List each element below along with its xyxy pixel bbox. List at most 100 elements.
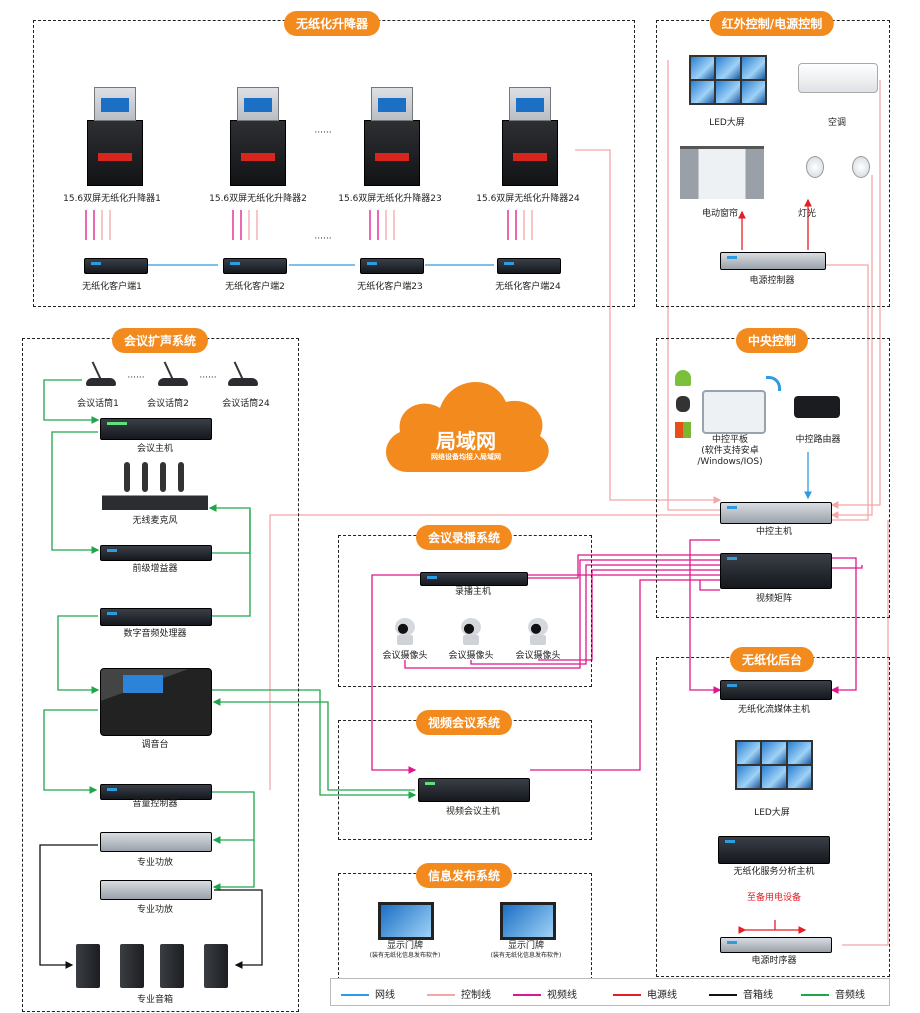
backend-led-wall-icon <box>735 740 813 790</box>
legend-item-power: 电源线 <box>613 986 677 1001</box>
paperless-client-device-2 <box>223 258 287 274</box>
legend-label-network: 网线 <box>375 990 395 1001</box>
camera-label-2: 会议摄像头 <box>448 651 494 661</box>
client-label-23: 无纸化客户端23 <box>357 282 423 292</box>
apple-icon <box>676 396 690 412</box>
door-sign-icon-2 <box>500 902 556 940</box>
conference-host-device <box>100 418 212 440</box>
legend-swatch-video <box>513 994 541 996</box>
client-label-2: 无纸化客户端2 <box>225 282 285 292</box>
paperless-client-device-23 <box>360 258 424 274</box>
paperless-lift-device-1 <box>87 87 143 186</box>
spare-power-label: 至备用电设备 <box>746 893 802 903</box>
air-conditioner-icon <box>798 63 878 93</box>
lan-cloud-icon <box>386 381 549 472</box>
amplifier-label-1: 专业功放 <box>136 858 174 868</box>
speaker-icon-4 <box>204 944 228 988</box>
conference-mic-icon-2 <box>156 360 190 386</box>
door-sign-label-2: 显示门牌 <box>507 941 545 951</box>
control-tablet-icon <box>702 390 766 434</box>
speaker-icon-2 <box>120 944 144 988</box>
client-label-1: 无纸化客户端1 <box>82 282 142 292</box>
mixer-icon <box>100 668 212 736</box>
section-title-paperless-lift: 无纸化升降器 <box>283 11 381 36</box>
led-wall-icon <box>689 55 767 105</box>
legend-label-control: 控制线 <box>461 990 491 1001</box>
legend-swatch-audio <box>801 994 829 996</box>
mic-dots-2: ······ <box>199 373 217 383</box>
lift-label-24: 15.6双屏无纸化升降器24 <box>476 194 580 204</box>
ir-ac-label: 空调 <box>827 118 847 128</box>
door-sign-note-2: (装有无纸化信息发布软件) <box>490 952 562 959</box>
amplifier-label-2: 专业功放 <box>136 905 174 915</box>
legend-label-audio: 音频线 <box>835 990 865 1001</box>
power-sequencer-label: 电源时序器 <box>751 956 797 966</box>
mic-label-2: 会议话筒2 <box>147 399 189 409</box>
lift-dots: ······ <box>314 128 332 138</box>
central-host-label: 中控主机 <box>755 527 793 537</box>
curtain-icon <box>680 146 764 199</box>
camera-icon-3 <box>525 618 551 648</box>
video-conf-host-label: 视频会议主机 <box>445 807 501 817</box>
conference-host-label: 会议主机 <box>136 444 174 454</box>
door-sign-label-1: 显示门牌 <box>386 941 424 951</box>
streaming-host-device <box>720 680 832 700</box>
ir-light-label: 灯光 <box>797 209 817 219</box>
paperless-lift-device-24 <box>502 87 558 186</box>
lan-cloud-title: 局域网 <box>436 429 496 453</box>
wifi-icon <box>766 376 781 391</box>
section-title-info-publish: 信息发布系统 <box>415 863 513 888</box>
recording-section <box>338 535 592 687</box>
amplifier-device-2 <box>100 880 212 900</box>
video-conf-host-device <box>418 778 530 802</box>
legend-swatch-network <box>341 994 369 996</box>
conference-mic-icon-24 <box>226 360 260 386</box>
lift-label-23: 15.6双屏无纸化升降器23 <box>338 194 442 204</box>
ir-power-ctrl-label: 电源控制器 <box>749 276 795 286</box>
conference-mic-icon-1 <box>84 360 118 386</box>
paperless-lift-device-2 <box>230 87 286 186</box>
router-icon <box>794 396 840 418</box>
tablet-label: 中控平板 <box>711 435 749 445</box>
power-sequencer-device <box>720 937 832 953</box>
light-bulb-icon-2 <box>852 156 870 178</box>
mic-label-1: 会议话筒1 <box>77 399 119 409</box>
door-sign-note-1: (装有无纸化信息发布软件) <box>369 952 441 959</box>
paperless-client-device-24 <box>497 258 561 274</box>
central-host-device <box>720 502 832 524</box>
wireless-mic-icon <box>102 462 208 510</box>
video-matrix-device <box>720 553 832 589</box>
legend-swatch-control <box>427 994 455 996</box>
router-label: 中控路由器 <box>795 435 841 445</box>
section-title-conference-audio: 会议扩声系统 <box>111 328 209 353</box>
video-matrix-label: 视频矩阵 <box>755 594 793 604</box>
section-title-video-conf: 视频会议系统 <box>415 710 513 735</box>
recording-host-device <box>420 572 528 586</box>
mixer-label: 调音台 <box>141 740 169 750</box>
legend-item-control: 控制线 <box>427 986 491 1001</box>
mic-dots-1: ······ <box>127 373 145 383</box>
lift-label-1: 15.6双屏无纸化升降器1 <box>63 194 161 204</box>
section-title-paperless-backend: 无纸化后台 <box>729 647 815 672</box>
android-icon <box>675 370 691 386</box>
dsp-label: 数字音频处理器 <box>123 629 187 639</box>
camera-label-1: 会议摄像头 <box>382 651 428 661</box>
section-title-ir-power: 红外控制/电源控制 <box>709 11 835 36</box>
client-dots: ······ <box>314 234 332 244</box>
lift-label-2: 15.6双屏无纸化升降器2 <box>209 194 307 204</box>
legend: 网线 控制线 视频线 电源线 音箱线 音频线 <box>330 978 890 1006</box>
legend-swatch-speaker <box>709 994 737 996</box>
streaming-host-label: 无纸化流媒体主机 <box>737 705 811 715</box>
recording-host-label: 录播主机 <box>454 587 492 597</box>
speaker-icon-3 <box>160 944 184 988</box>
analysis-server-label: 无纸化服务分析主机 <box>733 867 815 877</box>
backend-led-label: LED大屏 <box>754 808 790 818</box>
door-sign-icon-1 <box>378 902 434 940</box>
camera-icon-2 <box>458 618 484 648</box>
light-bulb-icon <box>806 156 824 178</box>
section-title-central-control: 中央控制 <box>735 328 809 353</box>
lan-cloud-subtitle: 网络设备均接入局域网 <box>431 453 501 461</box>
camera-label-3: 会议摄像头 <box>515 651 561 661</box>
tablet-note-2: /Windows/IOS) <box>697 457 763 467</box>
